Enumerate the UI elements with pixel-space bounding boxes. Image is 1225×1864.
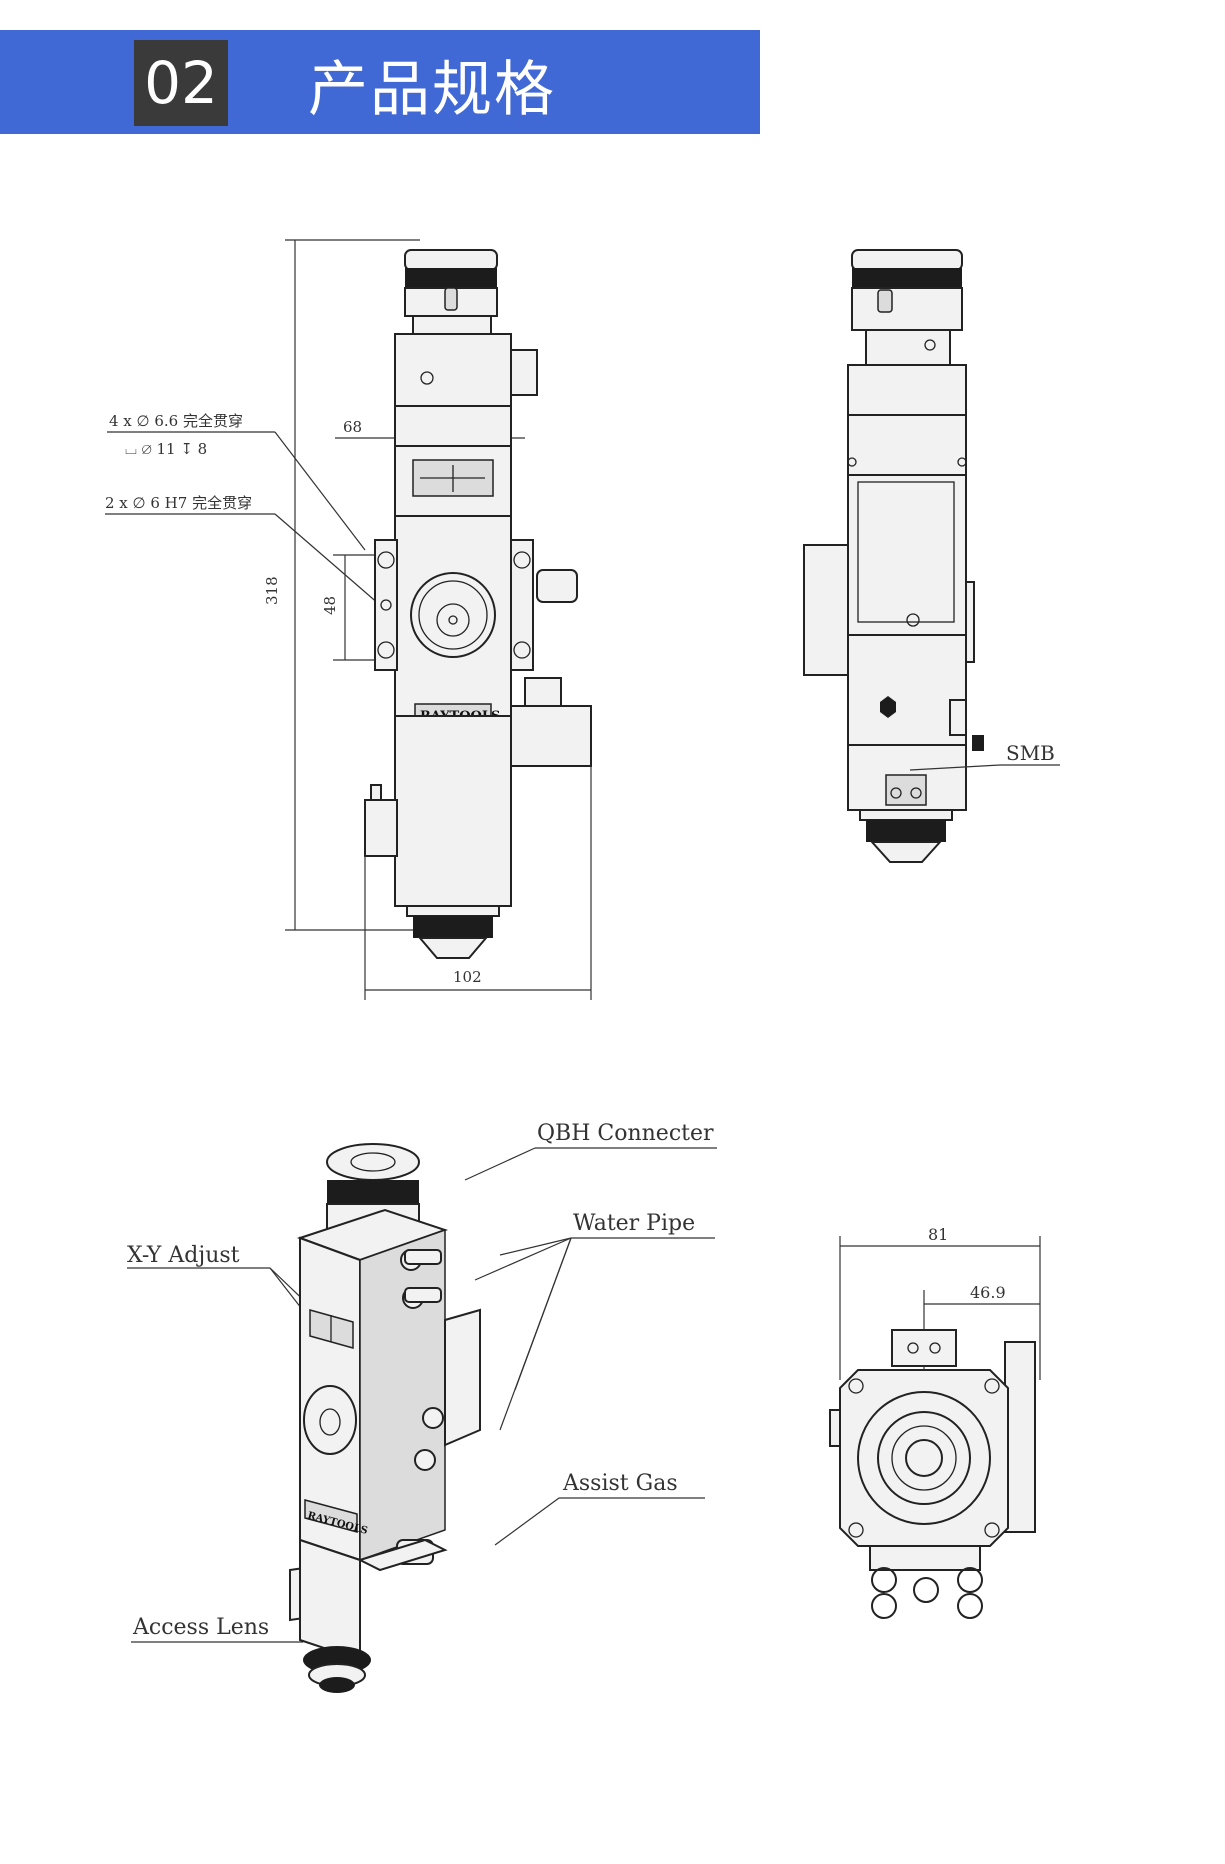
label-qbh-connecter: QBH Connecter [537, 1121, 714, 1146]
label-access-lens: Access Lens [132, 1615, 269, 1640]
dim-width-81: 81 [928, 1225, 948, 1244]
dim-offset-46-9: 46.9 [970, 1283, 1006, 1302]
label-xy-adjust: X-Y Adjust [127, 1243, 240, 1268]
section-number: 02 [134, 40, 228, 126]
dim-hole-spacing-48: 48 [321, 596, 339, 615]
dim-width-68: 68 [343, 418, 362, 436]
dim-height-318: 318 [263, 576, 281, 605]
label-water-pipe: Water Pipe [573, 1211, 695, 1236]
section-title: 产品规格 [308, 54, 556, 125]
label-assist-gas: Assist Gas [562, 1471, 678, 1496]
annotation-counterbore: ⌴ ∅ 11 ↧ 8 [125, 440, 207, 458]
annotation-pins: 2 x ∅ 6 H7 完全贯穿 [105, 494, 252, 512]
bottom-view-drawing: 81 46.9 [800, 1210, 1080, 1620]
annotation-holes: 4 x ∅ 6.6 完全贯穿 [109, 412, 243, 430]
header-bar [0, 30, 760, 134]
dim-width-102: 102 [453, 968, 482, 986]
label-smb: SMB [1006, 741, 1055, 765]
side-view-drawing: SMB [770, 220, 1070, 940]
front-view-drawing: 318 48 68 4 x ∅ 6.6 完全贯穿 ⌴ ∅ 11 ↧ 8 2 x … [95, 220, 615, 1020]
isometric-view-drawing: QBH Connecter Water Pipe X-Y Adjust Assi… [115, 1100, 735, 1740]
